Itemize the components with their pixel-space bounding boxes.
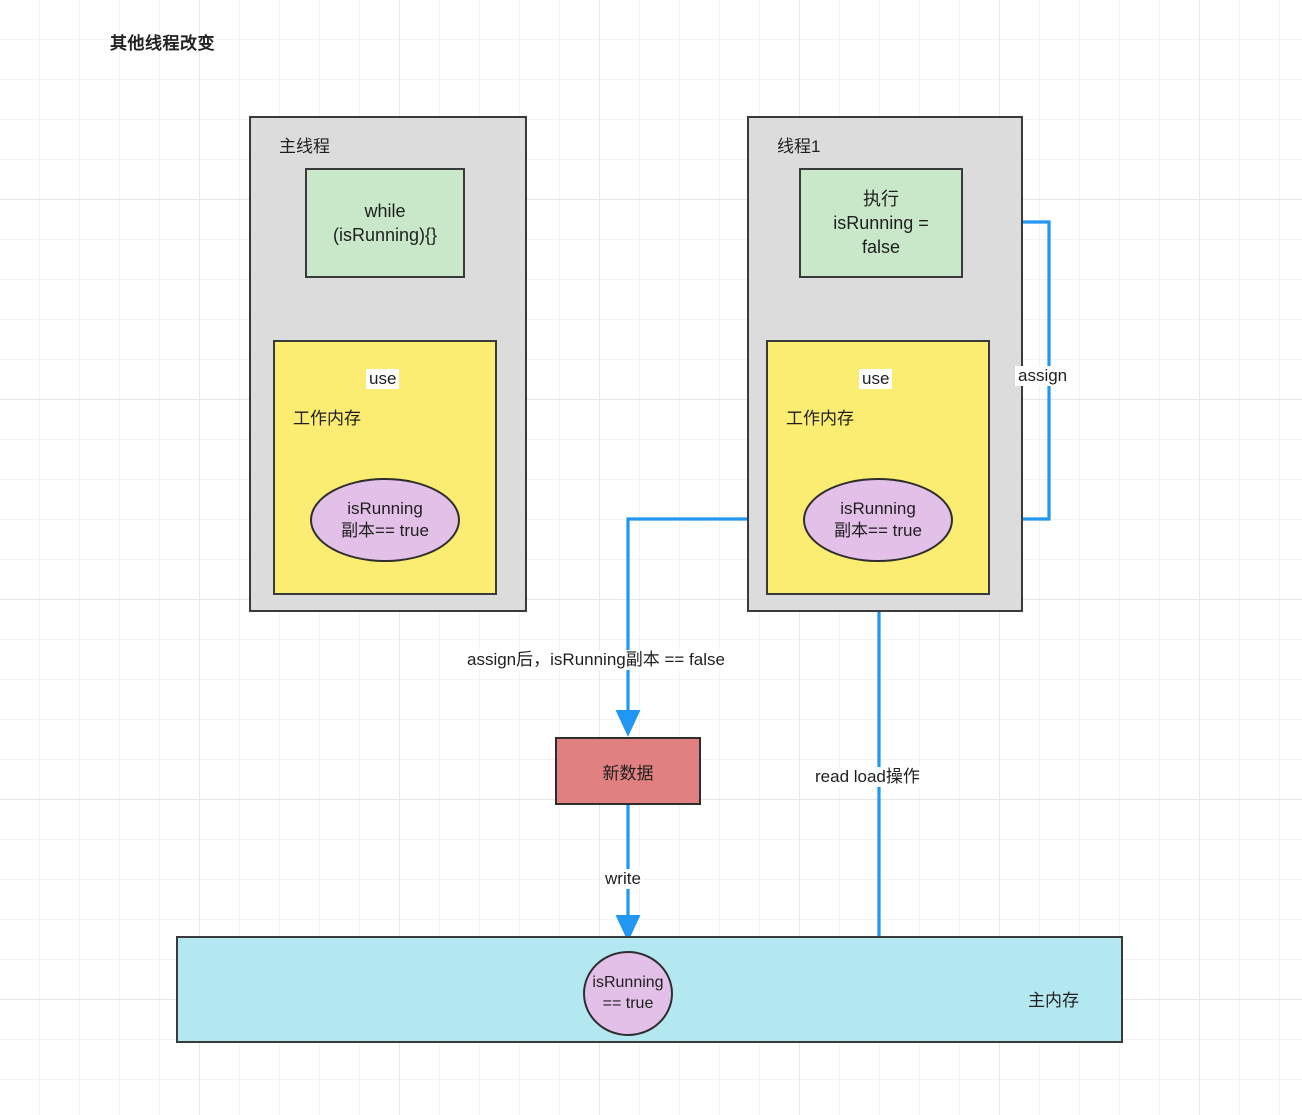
main-thread-code-box: while (isRunning){} <box>305 168 465 278</box>
thread1-code-text: 执行 isRunning = false <box>833 188 929 258</box>
thread1-assign-label: assign <box>1015 366 1071 386</box>
thread1-work-memory-label: 工作内存 <box>786 409 854 428</box>
main-memory-label: 主内存 <box>1028 991 1079 1010</box>
main-thread-label: 主线程 <box>279 137 330 156</box>
thread1-variable-ellipse: isRunning 副本== true <box>803 478 953 562</box>
read-load-label: read load操作 <box>812 767 923 787</box>
thread1-label: 线程1 <box>777 137 821 156</box>
main-thread-variable-text: isRunning 副本== true <box>341 498 429 540</box>
new-data-text: 新数据 <box>602 763 654 783</box>
thread1-use-label: use <box>859 369 893 389</box>
main-memory-variable-ellipse: isRunning == true <box>583 951 673 1036</box>
new-data-box: 新数据 <box>555 737 701 805</box>
thread1-code-box: 执行 isRunning = false <box>799 168 963 278</box>
write-label: write <box>602 869 644 889</box>
main-thread-code-text: while (isRunning){} <box>332 200 438 245</box>
main-thread-use-label: use <box>366 369 400 389</box>
assign-result-label: assign后，isRunning副本 == false <box>464 650 728 670</box>
main-thread-work-memory-label: 工作内存 <box>293 409 361 428</box>
page-title: 其他线程改变 <box>110 34 215 53</box>
main-memory-variable-text: isRunning == true <box>592 973 664 1012</box>
main-thread-variable-ellipse: isRunning 副本== true <box>310 478 460 562</box>
thread1-variable-text: isRunning 副本== true <box>834 498 922 540</box>
